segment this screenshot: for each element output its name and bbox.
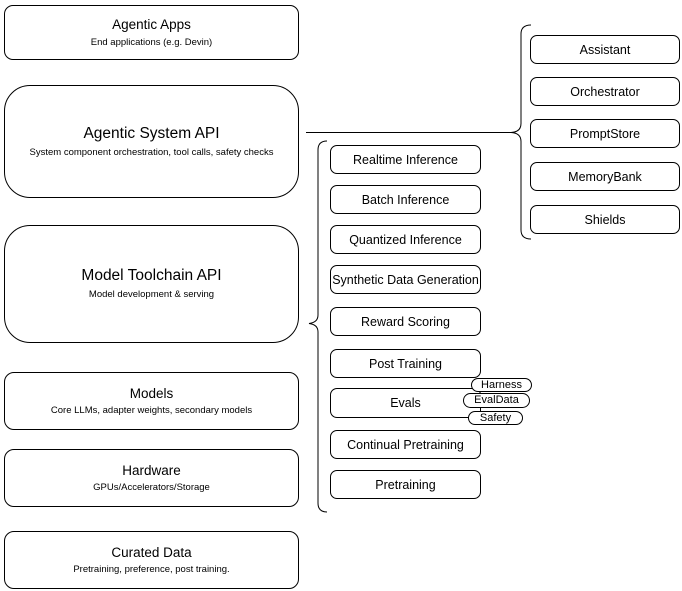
node-quantized-inference: Quantized Inference — [330, 225, 481, 254]
node-label: Quantized Inference — [349, 232, 462, 247]
node-title: Curated Data — [111, 544, 192, 560]
node-agentic-apps: Agentic Apps End applications (e.g. Devi… — [4, 5, 299, 60]
node-label: Reward Scoring — [361, 314, 450, 329]
node-post-training: Post Training — [330, 349, 481, 378]
tag-safety: Safety — [468, 411, 523, 425]
node-continual-pretraining: Continual Pretraining — [330, 430, 481, 459]
node-synthetic-data-generation: Synthetic Data Generation — [330, 265, 481, 294]
node-title: Models — [129, 385, 174, 401]
node-title: Agentic System API — [83, 124, 220, 142]
node-title: Hardware — [122, 462, 181, 478]
node-label: Evals — [390, 396, 421, 410]
tag-label: Safety — [479, 411, 512, 424]
node-models: Models Core LLMs, adapter weights, secon… — [4, 372, 299, 430]
node-batch-inference: Batch Inference — [330, 185, 481, 214]
node-subtitle: Pretraining, preference, post training. — [73, 564, 230, 576]
node-reward-scoring: Reward Scoring — [330, 307, 481, 336]
node-model-toolchain-api: Model Toolchain API Model development & … — [4, 225, 299, 343]
tag-label: EvalData — [474, 394, 519, 406]
node-label: Synthetic Data Generation — [332, 272, 479, 287]
node-hardware: Hardware GPUs/Accelerators/Storage — [4, 449, 299, 507]
node-memorybank: MemoryBank — [530, 162, 680, 191]
node-subtitle: End applications (e.g. Devin) — [90, 36, 213, 48]
node-label: Assistant — [579, 42, 631, 57]
node-subtitle: Model development & serving — [88, 289, 215, 301]
node-label: Orchestrator — [570, 84, 640, 99]
node-agentic-system-api: Agentic System API System component orch… — [4, 85, 299, 198]
node-label: Post Training — [369, 356, 442, 371]
node-title: Agentic Apps — [112, 17, 191, 33]
tag-evaldata: EvalData — [463, 393, 530, 408]
node-label: Realtime Inference — [353, 152, 458, 167]
node-subtitle: System component orchestration, tool cal… — [29, 146, 274, 158]
tag-harness: Harness — [471, 378, 532, 392]
node-assistant: Assistant — [530, 35, 680, 64]
node-label: Pretraining — [375, 477, 436, 492]
node-subtitle: Core LLMs, adapter weights, secondary mo… — [50, 405, 253, 417]
toolchain-components-bracket — [308, 140, 328, 513]
node-evals: Evals — [330, 388, 481, 418]
node-orchestrator: Orchestrator — [530, 77, 680, 106]
node-promptstore: PromptStore — [530, 119, 680, 148]
node-title: Model Toolchain API — [81, 267, 222, 285]
node-label: Batch Inference — [361, 192, 450, 207]
node-realtime-inference: Realtime Inference — [330, 145, 481, 174]
node-label: PromptStore — [569, 126, 641, 141]
node-subtitle: GPUs/Accelerators/Storage — [93, 482, 210, 494]
tag-label: Harness — [481, 378, 522, 391]
system-components-bracket — [510, 24, 532, 240]
node-label: MemoryBank — [568, 169, 642, 184]
node-pretraining: Pretraining — [330, 470, 481, 499]
node-curated-data: Curated Data Pretraining, preference, po… — [4, 531, 299, 589]
node-shields: Shields — [530, 205, 680, 234]
node-label: Shields — [584, 212, 626, 227]
node-label: Continual Pretraining — [347, 437, 464, 452]
